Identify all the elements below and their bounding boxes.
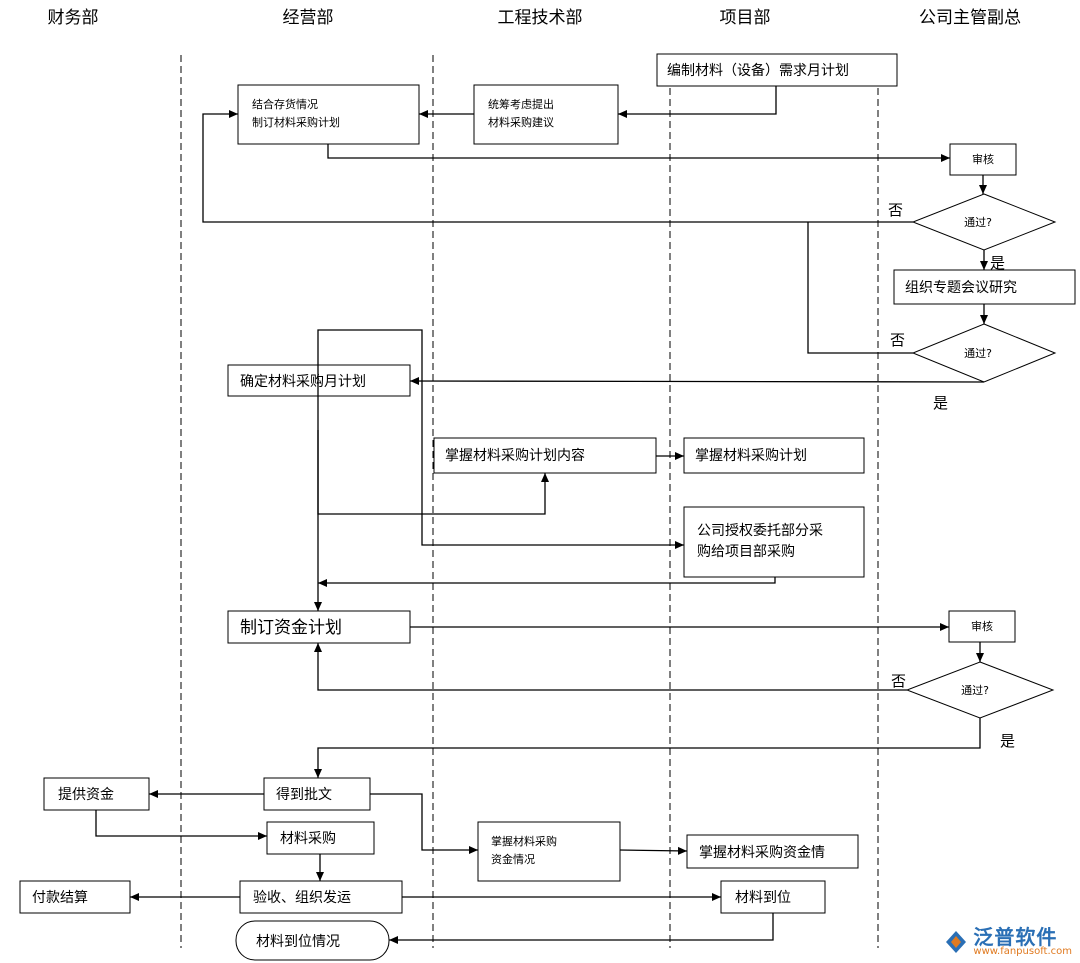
arrow-plan-to-authorize <box>317 329 684 549</box>
text-grasp-funds-project: 掌握材料采购资金情 <box>699 845 825 861</box>
label-no-2: 否 <box>890 331 905 349</box>
arrow-decision-2-yes <box>409 377 985 386</box>
arrow-decision-1-no <box>202 110 913 223</box>
watermark-name: 泛普软件 <box>973 925 1058 949</box>
text-monthly-demand: 编制材料（设备）需求月计划 <box>667 62 849 79</box>
box-approval <box>263 777 371 811</box>
watermark: 泛普软件 www.fanpusoft.com <box>943 927 1072 957</box>
text-fund-plan: 制订资金计划 <box>240 618 342 638</box>
box-provide-funds <box>43 777 150 811</box>
text-grasp-funds-line1: 掌握材料采购 <box>491 834 557 848</box>
box-monthly-demand <box>656 53 898 87</box>
box-settlement <box>19 880 131 914</box>
text-review-1: 审核 <box>972 152 994 166</box>
text-confirm-monthly-plan: 确定材料采购月计划 <box>240 374 366 390</box>
watermark-url: www.fanpusoft.com <box>973 946 1072 957</box>
box-grasp-funds-project <box>686 834 859 869</box>
arrow-grasp-funds-to-project <box>619 846 688 855</box>
text-purchase: 材料采购 <box>280 831 336 847</box>
arrow-inventory-to-review <box>327 144 950 162</box>
label-no-3: 否 <box>891 672 906 690</box>
text-decision-1: 通过? <box>964 216 992 229</box>
text-arrival-status: 材料到位情况 <box>256 934 340 950</box>
box-review-2 <box>948 610 1016 643</box>
text-grasp-funds-line2: 资金情况 <box>491 852 535 866</box>
text-inventory-line1: 结合存货情况 <box>252 97 318 111</box>
text-inspect-ship: 验收、组织发运 <box>253 890 351 906</box>
lane-operations-header: 经营部 <box>283 8 334 28</box>
box-grasp-plan <box>683 437 865 474</box>
arrow-decision-3-yes <box>314 718 981 778</box>
arrow-approval-to-grasp-funds <box>370 793 478 854</box>
arrow-authorize-back <box>318 577 776 587</box>
text-approval: 得到批文 <box>276 786 332 803</box>
lane-project-header: 项目部 <box>720 8 771 28</box>
text-arrived: 材料到位 <box>735 890 791 906</box>
label-no-1: 否 <box>888 201 903 219</box>
text-grasp-plan: 掌握材料采购计划 <box>695 448 807 464</box>
arrow-decision-3-no <box>314 643 907 691</box>
label-yes-2: 是 <box>933 394 948 412</box>
box-fund-plan <box>227 610 411 644</box>
text-authorize-line2: 购给项目部采购 <box>697 544 795 560</box>
lane-vp-header: 公司主管副总 <box>919 8 1021 28</box>
text-authorize-line1: 公司授权委托部分采 <box>697 523 823 539</box>
text-review-2: 审核 <box>971 619 993 633</box>
label-yes-1: 是 <box>990 254 1005 272</box>
text-inventory-line2: 制订材料采购计划 <box>252 115 340 129</box>
fanpu-logo-icon <box>946 931 967 953</box>
text-decision-3: 通过? <box>961 684 989 697</box>
text-grasp-plan-content: 掌握材料采购计划内容 <box>445 447 585 464</box>
arrow-funds-to-purchase <box>95 810 267 840</box>
line-decision-2-no <box>807 222 913 354</box>
text-settlement: 付款结算 <box>32 890 88 906</box>
arrow-arrived-to-status <box>389 913 774 944</box>
label-yes-3: 是 <box>1000 732 1015 750</box>
text-provide-funds: 提供资金 <box>58 787 114 803</box>
arrow-demand-to-proposal <box>618 86 777 118</box>
box-inventory-plan <box>237 84 420 145</box>
box-procurement-proposal <box>473 84 619 145</box>
lane-finance-header: 财务部 <box>48 8 99 28</box>
text-decision-2: 通过? <box>964 347 992 360</box>
lane-engineering-header: 工程技术部 <box>498 8 583 28</box>
text-propose-line1: 统筹考虑提出 <box>488 97 554 111</box>
box-grasp-funds <box>477 821 621 882</box>
box-topic-meeting <box>893 269 1076 305</box>
lane-dividers <box>180 55 879 948</box>
text-topic-meeting: 组织专题会议研究 <box>905 280 1017 296</box>
text-propose-line2: 材料采购建议 <box>488 115 554 129</box>
box-purchase <box>266 821 375 855</box>
box-authorize-project <box>683 506 865 578</box>
